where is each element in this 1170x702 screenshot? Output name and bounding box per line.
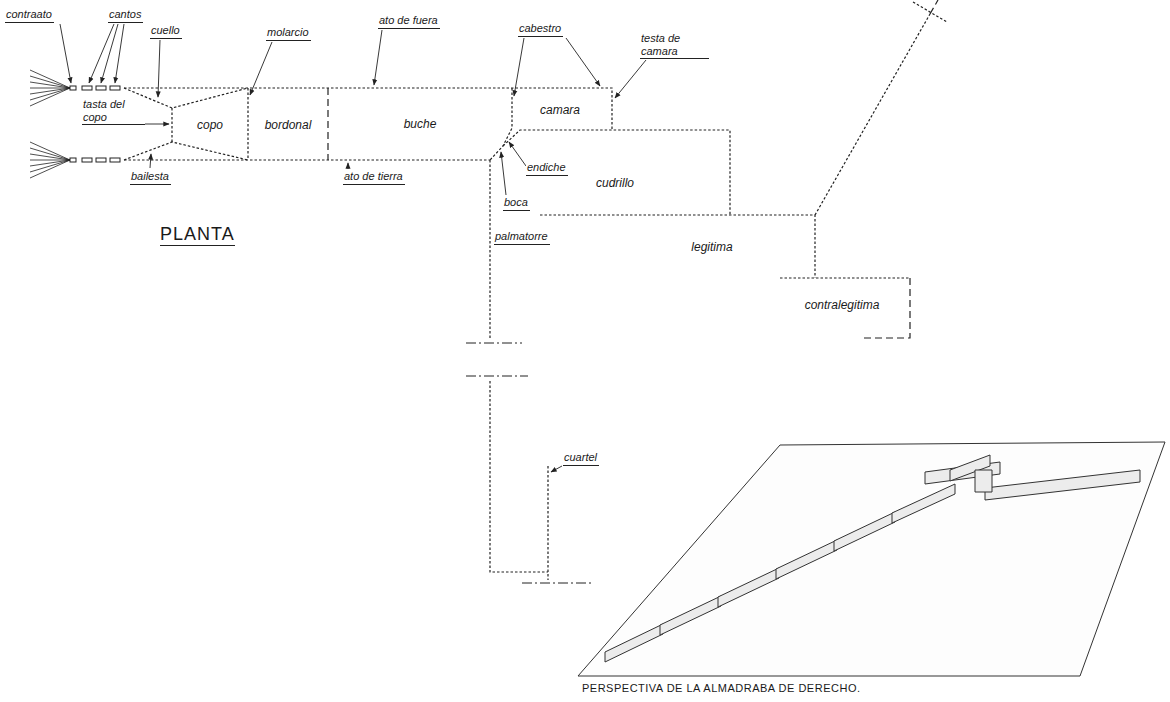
net-chamber: cudrillo	[593, 175, 637, 191]
part-label: cabestro	[518, 22, 563, 37]
net-chamber: bordonal	[262, 117, 315, 133]
plan-title: PLANTA	[160, 224, 235, 246]
net-chamber: contralegitima	[802, 297, 883, 313]
chamber-name: contralegitima	[805, 298, 880, 312]
part-label: contraato	[5, 8, 54, 23]
perspective-illustration	[578, 442, 1165, 676]
chamber-name: cudrillo	[596, 176, 634, 190]
chamber-name: copo	[197, 118, 223, 132]
net-chamber: copo	[194, 117, 226, 133]
net-chamber: camara	[537, 102, 583, 118]
net-chamber: buche	[401, 116, 440, 132]
figure-caption: PERSPECTIVA DE LA ALMADRABA DE DERECHO.	[582, 682, 861, 694]
part-label: cantos	[108, 8, 143, 23]
part-label: molarcio	[266, 26, 311, 41]
part-label: ato de tierra	[343, 170, 405, 185]
part-label: ato de fuera	[378, 14, 440, 29]
anchor-fan	[30, 70, 70, 178]
chamber-name: legitima	[691, 240, 732, 254]
part-label: cuello	[150, 24, 182, 39]
part-label: boca	[503, 196, 530, 211]
part-label: tasta del copo	[82, 98, 145, 125]
net-chamber: legitima	[688, 239, 735, 255]
part-label: cuartel	[563, 451, 599, 466]
chamber-name: buche	[404, 117, 437, 131]
part-label: bailesta	[130, 170, 171, 185]
chamber-name: camara	[540, 103, 580, 117]
part-label: testa de camara	[640, 32, 709, 59]
leader-lines	[60, 24, 646, 472]
chamber-name: bordonal	[265, 118, 312, 132]
part-label: palmatorre	[494, 230, 550, 245]
part-label: endiche	[526, 161, 568, 176]
